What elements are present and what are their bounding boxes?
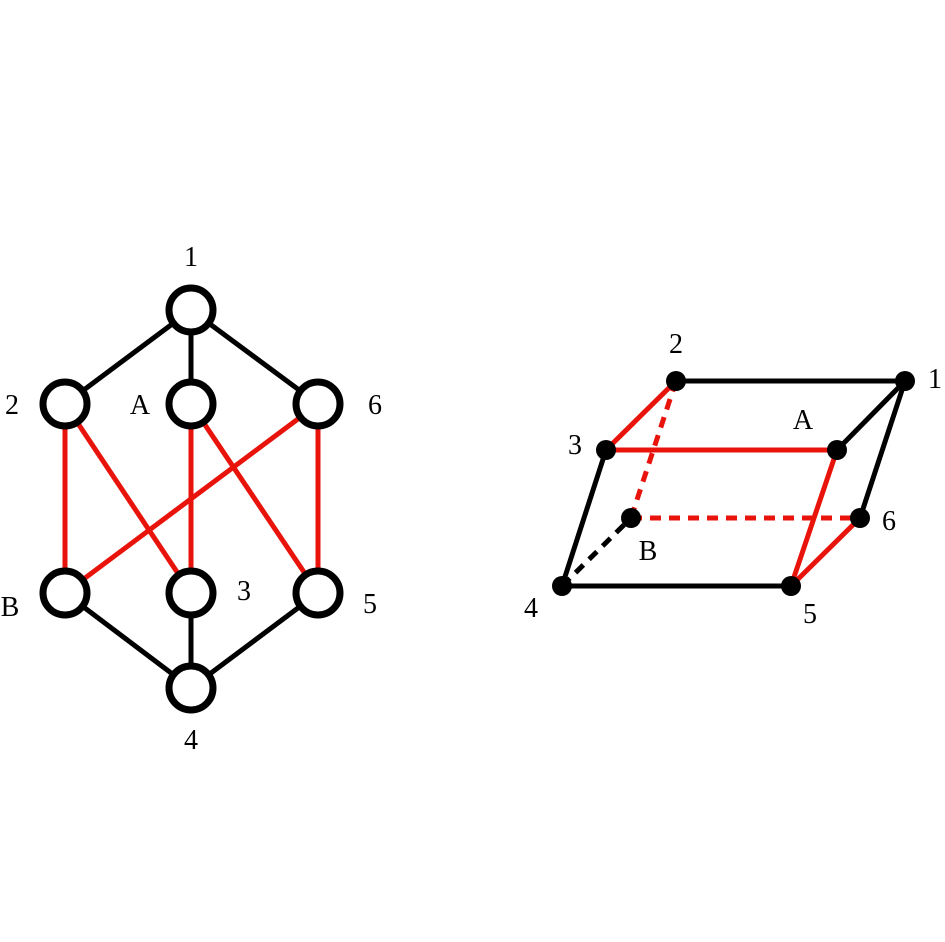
left-node-label-4: 4 xyxy=(184,725,198,756)
prism-node-B xyxy=(621,508,641,528)
prism-edge-5-6 xyxy=(789,516,862,588)
left-node-1 xyxy=(165,284,217,336)
left-edge-A-5 xyxy=(188,402,321,595)
prism-node-label-2: 2 xyxy=(669,329,683,360)
prism-node-label-5: 5 xyxy=(803,599,817,630)
left-graph-labels: 1 2 A 6B 3 5 4 xyxy=(1,242,382,756)
left-node-label-6: 6 xyxy=(368,390,382,421)
prism-edge-3-4 xyxy=(559,449,609,587)
prism-node-label-A: A xyxy=(793,405,814,436)
left-node-B xyxy=(39,567,91,619)
left-node-5 xyxy=(292,567,344,619)
left-node-label-B: B xyxy=(1,592,20,623)
left-node-2 xyxy=(39,378,91,430)
left-node-label-3: 3 xyxy=(237,576,251,607)
left-node-3 xyxy=(165,567,217,619)
prism-edge-1-A xyxy=(835,379,907,452)
right-prism-edges xyxy=(559,378,908,589)
left-node-label-A: A xyxy=(130,390,151,421)
prism-node-5 xyxy=(781,576,801,596)
prism-node-label-6: 6 xyxy=(882,506,896,537)
prism-node-label-B: B xyxy=(639,536,658,567)
left-edge-2-3 xyxy=(62,402,194,595)
prism-node-4 xyxy=(552,576,572,596)
prism-node-2 xyxy=(666,371,686,391)
left-node-A xyxy=(165,378,217,430)
prism-edge-A-5 xyxy=(788,449,840,587)
prism-node-6 xyxy=(850,508,870,528)
prism-edge-2-3 xyxy=(604,379,678,452)
prism-node-label-3: 3 xyxy=(568,430,582,461)
prism-node-label-4: 4 xyxy=(524,593,538,624)
prism-node-3 xyxy=(596,440,616,460)
prism-node-label-1: 1 xyxy=(928,364,942,395)
prism-node-A xyxy=(827,440,847,460)
left-edge-1-2 xyxy=(63,307,193,407)
right-prism-nodes xyxy=(552,371,915,596)
left-graph-edges xyxy=(62,307,321,691)
left-node-label-5: 5 xyxy=(363,589,377,620)
prism-edge-4-B xyxy=(560,516,633,588)
prism-node-1 xyxy=(895,371,915,391)
left-edge-6-B xyxy=(63,401,320,596)
left-node-6 xyxy=(292,378,344,430)
right-prism-labels: 1 2 3 A B 6 4 5 xyxy=(524,329,942,630)
left-graph-nodes xyxy=(39,284,344,714)
left-node-label-2: 2 xyxy=(5,390,19,421)
left-edge-1-6 xyxy=(189,307,320,407)
prism-edge-1-6 xyxy=(857,380,908,519)
left-edge-5-4 xyxy=(189,590,320,691)
left-edge-B-4 xyxy=(63,591,193,690)
left-node-4 xyxy=(165,662,217,714)
left-node-label-1: 1 xyxy=(184,242,198,273)
prism-edge-2-B xyxy=(628,380,679,519)
